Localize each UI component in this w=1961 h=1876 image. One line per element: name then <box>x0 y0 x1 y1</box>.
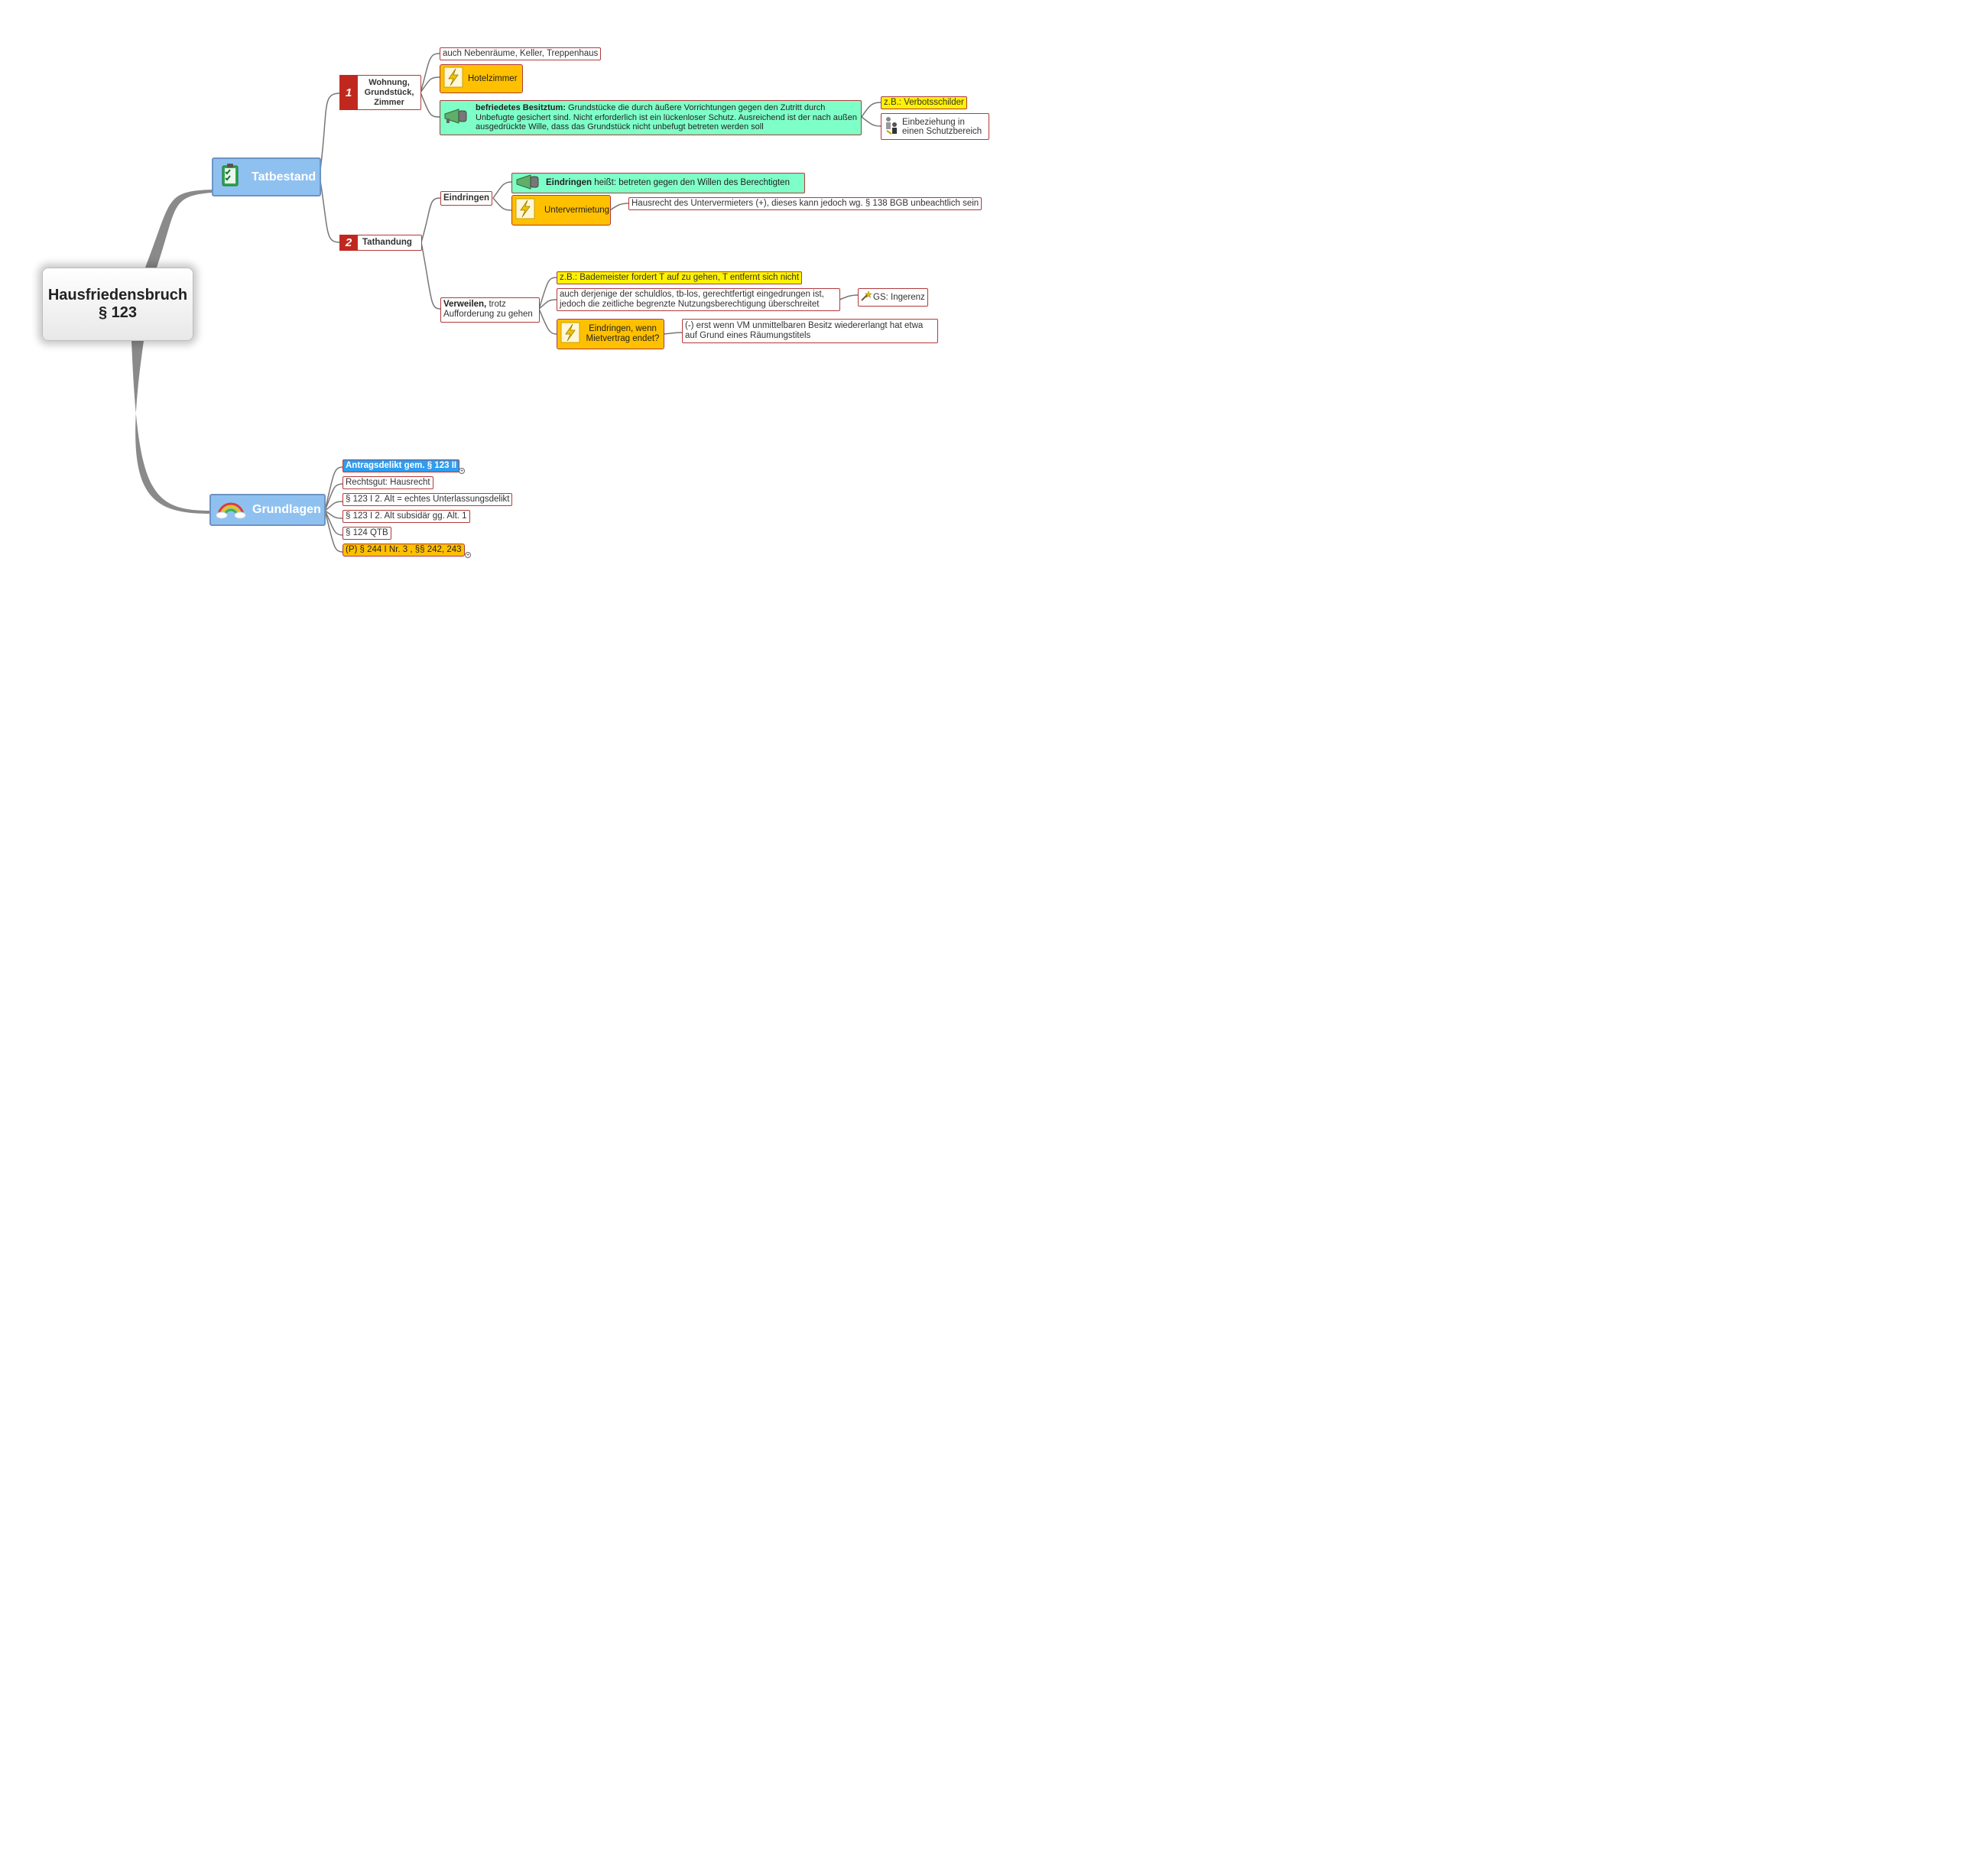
topic-grundlagen-label: Grundlagen <box>252 503 321 516</box>
lightning-note-icon <box>515 198 535 222</box>
grundlagen-item-3-text: § 123 I 2. Alt subsidär gg. Alt. 1 <box>346 511 467 521</box>
grundlagen-item-1-text: Rechtsgut: Hausrecht <box>346 478 430 487</box>
grundlagen-item-unterlassung[interactable]: § 123 I 2. Alt = echtes Unterlassungsdel… <box>343 493 513 506</box>
grundlagen-item-2-text: § 123 I 2. Alt = echtes Unterlassungsdel… <box>346 495 510 504</box>
node-einbeziehung-text: Einbeziehung in einen Schutzbereich <box>902 117 982 136</box>
link-tatbestand-wohnung <box>319 93 341 177</box>
link-unterv-hausrecht <box>609 203 629 211</box>
node-verweilen-bold: Verweilen, <box>443 300 487 309</box>
link-tathandung-verweilen <box>420 242 441 310</box>
lightning-note-icon <box>560 322 580 346</box>
node-mietvertrag-text: Eindringen, wenn Mietvertrag endet? <box>586 324 660 343</box>
link-central-tatbestand <box>145 190 213 268</box>
node-eindringen-definition[interactable]: Eindringen heißt: betreten gegen den Wil… <box>511 173 805 193</box>
node-bademeister-text: z.B.: Bademeister fordert T auf zu gehen… <box>560 273 800 282</box>
link-schuldlos-ingerenz <box>839 294 859 300</box>
node-hotelzimmer[interactable]: Hotelzimmer <box>440 64 523 93</box>
node-bademeister[interactable]: z.B.: Bademeister fordert T auf zu gehen… <box>557 271 803 284</box>
link-wohnung-befriedet <box>420 92 440 118</box>
link-eindringen-unterv <box>492 197 512 211</box>
node-untervermietung-text: Untervermietung <box>544 205 610 215</box>
node-wohnung[interactable]: Wohnung, Grundstück, Zimmer <box>357 75 421 110</box>
link-wohnung-neben <box>420 53 440 93</box>
node-nebenraeume[interactable]: auch Nebenräume, Keller, Treppenhaus <box>440 47 602 60</box>
node-eindringen[interactable]: Eindringen <box>440 191 493 206</box>
node-eindringen-label: Eindringen <box>443 193 490 203</box>
grundlagen-item-subsidiaer[interactable]: § 123 I 2. Alt subsidär gg. Alt. 1 <box>343 510 470 523</box>
topic-tatbestand[interactable]: Tatbestand <box>212 157 321 196</box>
link-tatbestand-tathandung <box>319 175 341 243</box>
central-topic[interactable]: Hausfriedensbruch § 123 <box>42 268 193 341</box>
node-wohnung-label: Wohnung, Grundstück, Zimmer <box>364 78 414 107</box>
link-befriedet-verbots <box>861 102 881 118</box>
node-mietvertrag[interactable]: Eindringen, wenn Mietvertrag endet? <box>557 319 664 349</box>
megaphone-icon <box>443 108 469 128</box>
node-hausrecht-text: Hausrecht des Untervermieters (+), diese… <box>631 199 979 208</box>
link-mietvertrag-note <box>663 332 683 335</box>
expand-icon[interactable]: + <box>459 468 465 474</box>
link-verweilen-schuldlos <box>538 299 557 310</box>
link-grund-1 <box>324 483 343 511</box>
link-grund-0 <box>324 466 343 511</box>
lightning-note-icon <box>443 67 463 91</box>
node-tathandung-label: Tathandung <box>362 238 412 247</box>
grundlagen-item-problem[interactable]: (P) § 244 I Nr. 3 , §§ 242, 243 <box>343 544 465 557</box>
node-tathandung[interactable]: Tathandung <box>357 235 422 251</box>
rainbow-icon <box>216 498 246 523</box>
node-einbeziehung[interactable]: Einbeziehung in einen Schutzbereich <box>881 113 989 140</box>
link-verweilen-bademeister <box>538 277 557 310</box>
node-hotelzimmer-text: Hotelzimmer <box>468 73 518 83</box>
checklist-icon <box>221 163 241 191</box>
figures-icon <box>884 115 899 138</box>
node-verbotsschilder-text: z.B.: Verbotsschilder <box>884 98 964 107</box>
ribbon-number-2: 2 <box>339 235 358 251</box>
node-verbotsschilder[interactable]: z.B.: Verbotsschilder <box>881 96 967 109</box>
node-ingerenz-text: GS: Ingerenz <box>873 292 925 302</box>
node-untervermietung[interactable]: Untervermietung <box>511 195 611 226</box>
node-eindringen-def-text: heißt: betreten gegen den Willen des Ber… <box>592 178 790 187</box>
megaphone-icon <box>515 174 541 193</box>
ribbon-number-1: 1 <box>339 75 358 110</box>
grundlagen-item-qtb[interactable]: § 124 QTB <box>343 527 391 540</box>
link-eindringen-def <box>492 181 512 199</box>
node-verweilen[interactable]: Verweilen, trotz Aufforderung zu gehen <box>440 297 540 323</box>
wand-star-icon <box>861 290 872 304</box>
link-verweilen-mietvertrag <box>538 308 557 335</box>
node-befriedet[interactable]: befriedetes Besitztum: Grundstücke die d… <box>440 100 862 135</box>
grundlagen-item-antragsdelikt[interactable]: Antragsdelikt gem. § 123 II <box>343 459 460 472</box>
link-wohnung-hotel <box>420 76 440 93</box>
topic-grundlagen[interactable]: Grundlagen <box>209 494 326 526</box>
node-eindringen-def-bold: Eindringen <box>546 178 593 187</box>
grundlagen-item-5-text: (P) § 244 I Nr. 3 , §§ 242, 243 <box>346 545 462 554</box>
central-subtitle: § 123 <box>98 304 138 321</box>
link-tathandung-eindringen <box>420 197 441 243</box>
node-schuldlos[interactable]: auch derjenige der schuldlos, tb-los, ge… <box>557 288 840 311</box>
expand-icon[interactable]: + <box>465 552 471 558</box>
node-mietvertrag-note[interactable]: (-) erst wenn VM unmittelbaren Besitz wi… <box>682 319 938 343</box>
node-befriedet-text: Grundstücke die durch äußere Vorrichtung… <box>476 103 857 132</box>
link-grund-2 <box>324 501 343 511</box>
node-verweilen-text: trotz Aufforderung zu gehen <box>443 300 533 319</box>
grundlagen-item-0-text: Antragsdelikt gem. § 123 II <box>346 461 457 470</box>
central-title: Hausfriedensbruch <box>47 287 188 303</box>
link-grund-5 <box>324 510 343 553</box>
link-befriedet-einbez <box>861 116 881 127</box>
node-mietvertrag-note-text: (-) erst wenn VM unmittelbaren Besitz wi… <box>685 321 924 340</box>
node-schuldlos-text: auch derjenige der schuldlos, tb-los, ge… <box>560 290 824 309</box>
node-befriedet-bold: befriedetes Besitztum: <box>476 103 566 113</box>
link-grund-4 <box>324 510 343 536</box>
node-nebenraeume-text: auch Nebenräume, Keller, Treppenhaus <box>443 49 599 58</box>
grundlagen-item-rechtsgut[interactable]: Rechtsgut: Hausrecht <box>343 476 433 489</box>
grundlagen-item-4-text: § 124 QTB <box>346 528 388 537</box>
topic-tatbestand-label: Tatbestand <box>252 170 317 183</box>
link-grund-3 <box>324 510 343 519</box>
node-hausrecht[interactable]: Hausrecht des Untervermieters (+), diese… <box>628 197 982 210</box>
link-central-grundlagen <box>131 341 210 514</box>
node-ingerenz[interactable]: GS: Ingerenz <box>858 288 928 307</box>
